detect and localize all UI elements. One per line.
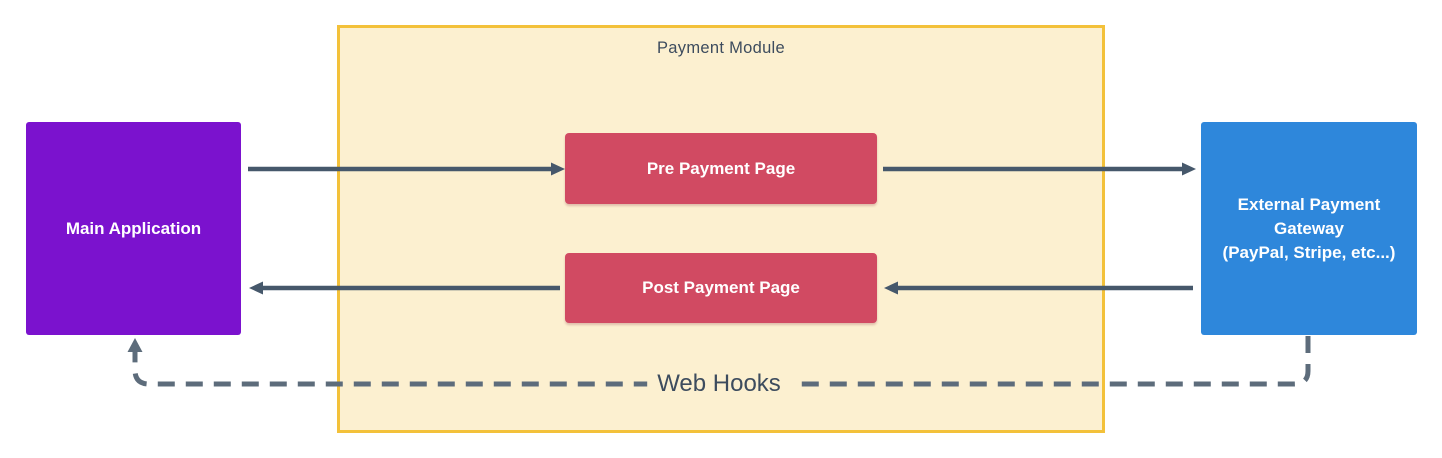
post-payment-page-node: Post Payment Page <box>565 253 877 323</box>
webhooks-label: Web Hooks <box>647 368 791 400</box>
payment-module-title: Payment Module <box>656 39 785 57</box>
main-application-node: Main Application <box>26 122 241 335</box>
main-application-label: Main Application <box>65 218 202 238</box>
external-payment-gateway-node: External Payment Gateway (PayPal, Stripe… <box>1201 122 1417 335</box>
pre-payment-page-node: Pre Payment Page <box>565 133 877 204</box>
post-payment-page-label: Post Payment Page <box>642 278 800 297</box>
external-payment-gateway-label: External Payment Gateway (PayPal, Stripe… <box>1222 194 1396 262</box>
pre-payment-page-label: Pre Payment Page <box>646 158 796 178</box>
